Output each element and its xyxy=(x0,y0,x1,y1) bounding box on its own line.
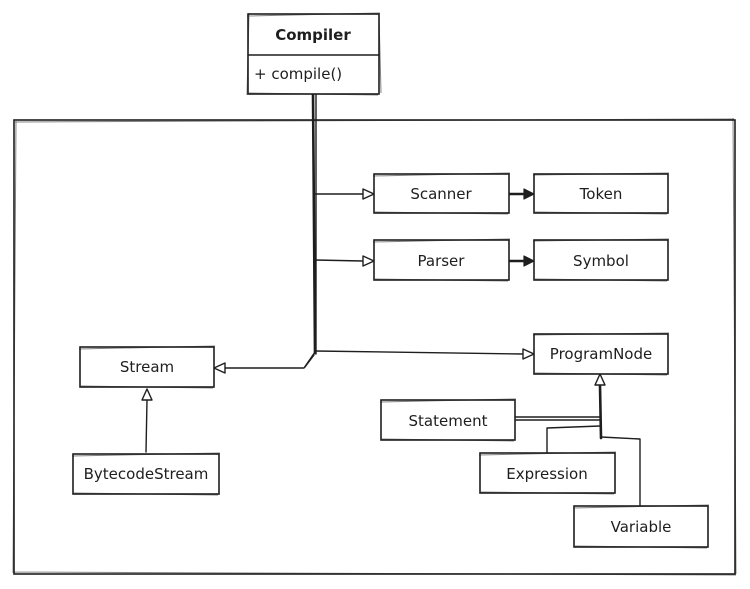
programnode-class[interactable]: ProgramNode xyxy=(532,332,670,376)
variable-class[interactable]: Variable xyxy=(572,504,710,549)
statement-label: Statement xyxy=(409,412,488,430)
edge-bytecodestream-stream xyxy=(145,399,148,453)
token-label: Token xyxy=(579,185,623,203)
symbol-class[interactable]: Symbol xyxy=(532,238,670,282)
edge-variable-programnode xyxy=(600,436,641,507)
expression-label: Expression xyxy=(506,465,587,483)
compiler-spine xyxy=(311,92,317,355)
variable-label: Variable xyxy=(611,518,672,536)
connectors xyxy=(141,92,641,507)
subsystem-frame xyxy=(12,117,737,576)
parser-class[interactable]: Parser xyxy=(372,238,511,282)
statement-class[interactable]: Statement xyxy=(379,398,517,442)
edge-expression-programnode xyxy=(546,425,601,454)
stream-class[interactable]: Stream xyxy=(78,345,216,389)
edge-compiler-parser xyxy=(314,259,364,262)
scanner-label: Scanner xyxy=(410,185,472,203)
bytecodestream-label: BytecodeStream xyxy=(84,465,209,483)
stream-label: Stream xyxy=(120,358,174,376)
scanner-class[interactable]: Scanner xyxy=(372,172,511,215)
edge-compiler-stream xyxy=(224,351,316,369)
programnode-trunk xyxy=(598,384,603,440)
compiler-operation: + compile() xyxy=(254,65,342,83)
compiler-class-name: Compiler xyxy=(275,26,351,44)
expression-class[interactable]: Expression xyxy=(478,451,617,495)
bytecodestream-class[interactable]: BytecodeStream xyxy=(71,452,221,496)
compiler-class[interactable]: Compiler + compile() xyxy=(246,12,382,96)
token-class[interactable]: Token xyxy=(532,172,670,215)
parser-label: Parser xyxy=(418,252,466,270)
edge-compiler-programnode xyxy=(314,350,524,355)
symbol-label: Symbol xyxy=(573,252,629,270)
programnode-label: ProgramNode xyxy=(550,345,652,363)
